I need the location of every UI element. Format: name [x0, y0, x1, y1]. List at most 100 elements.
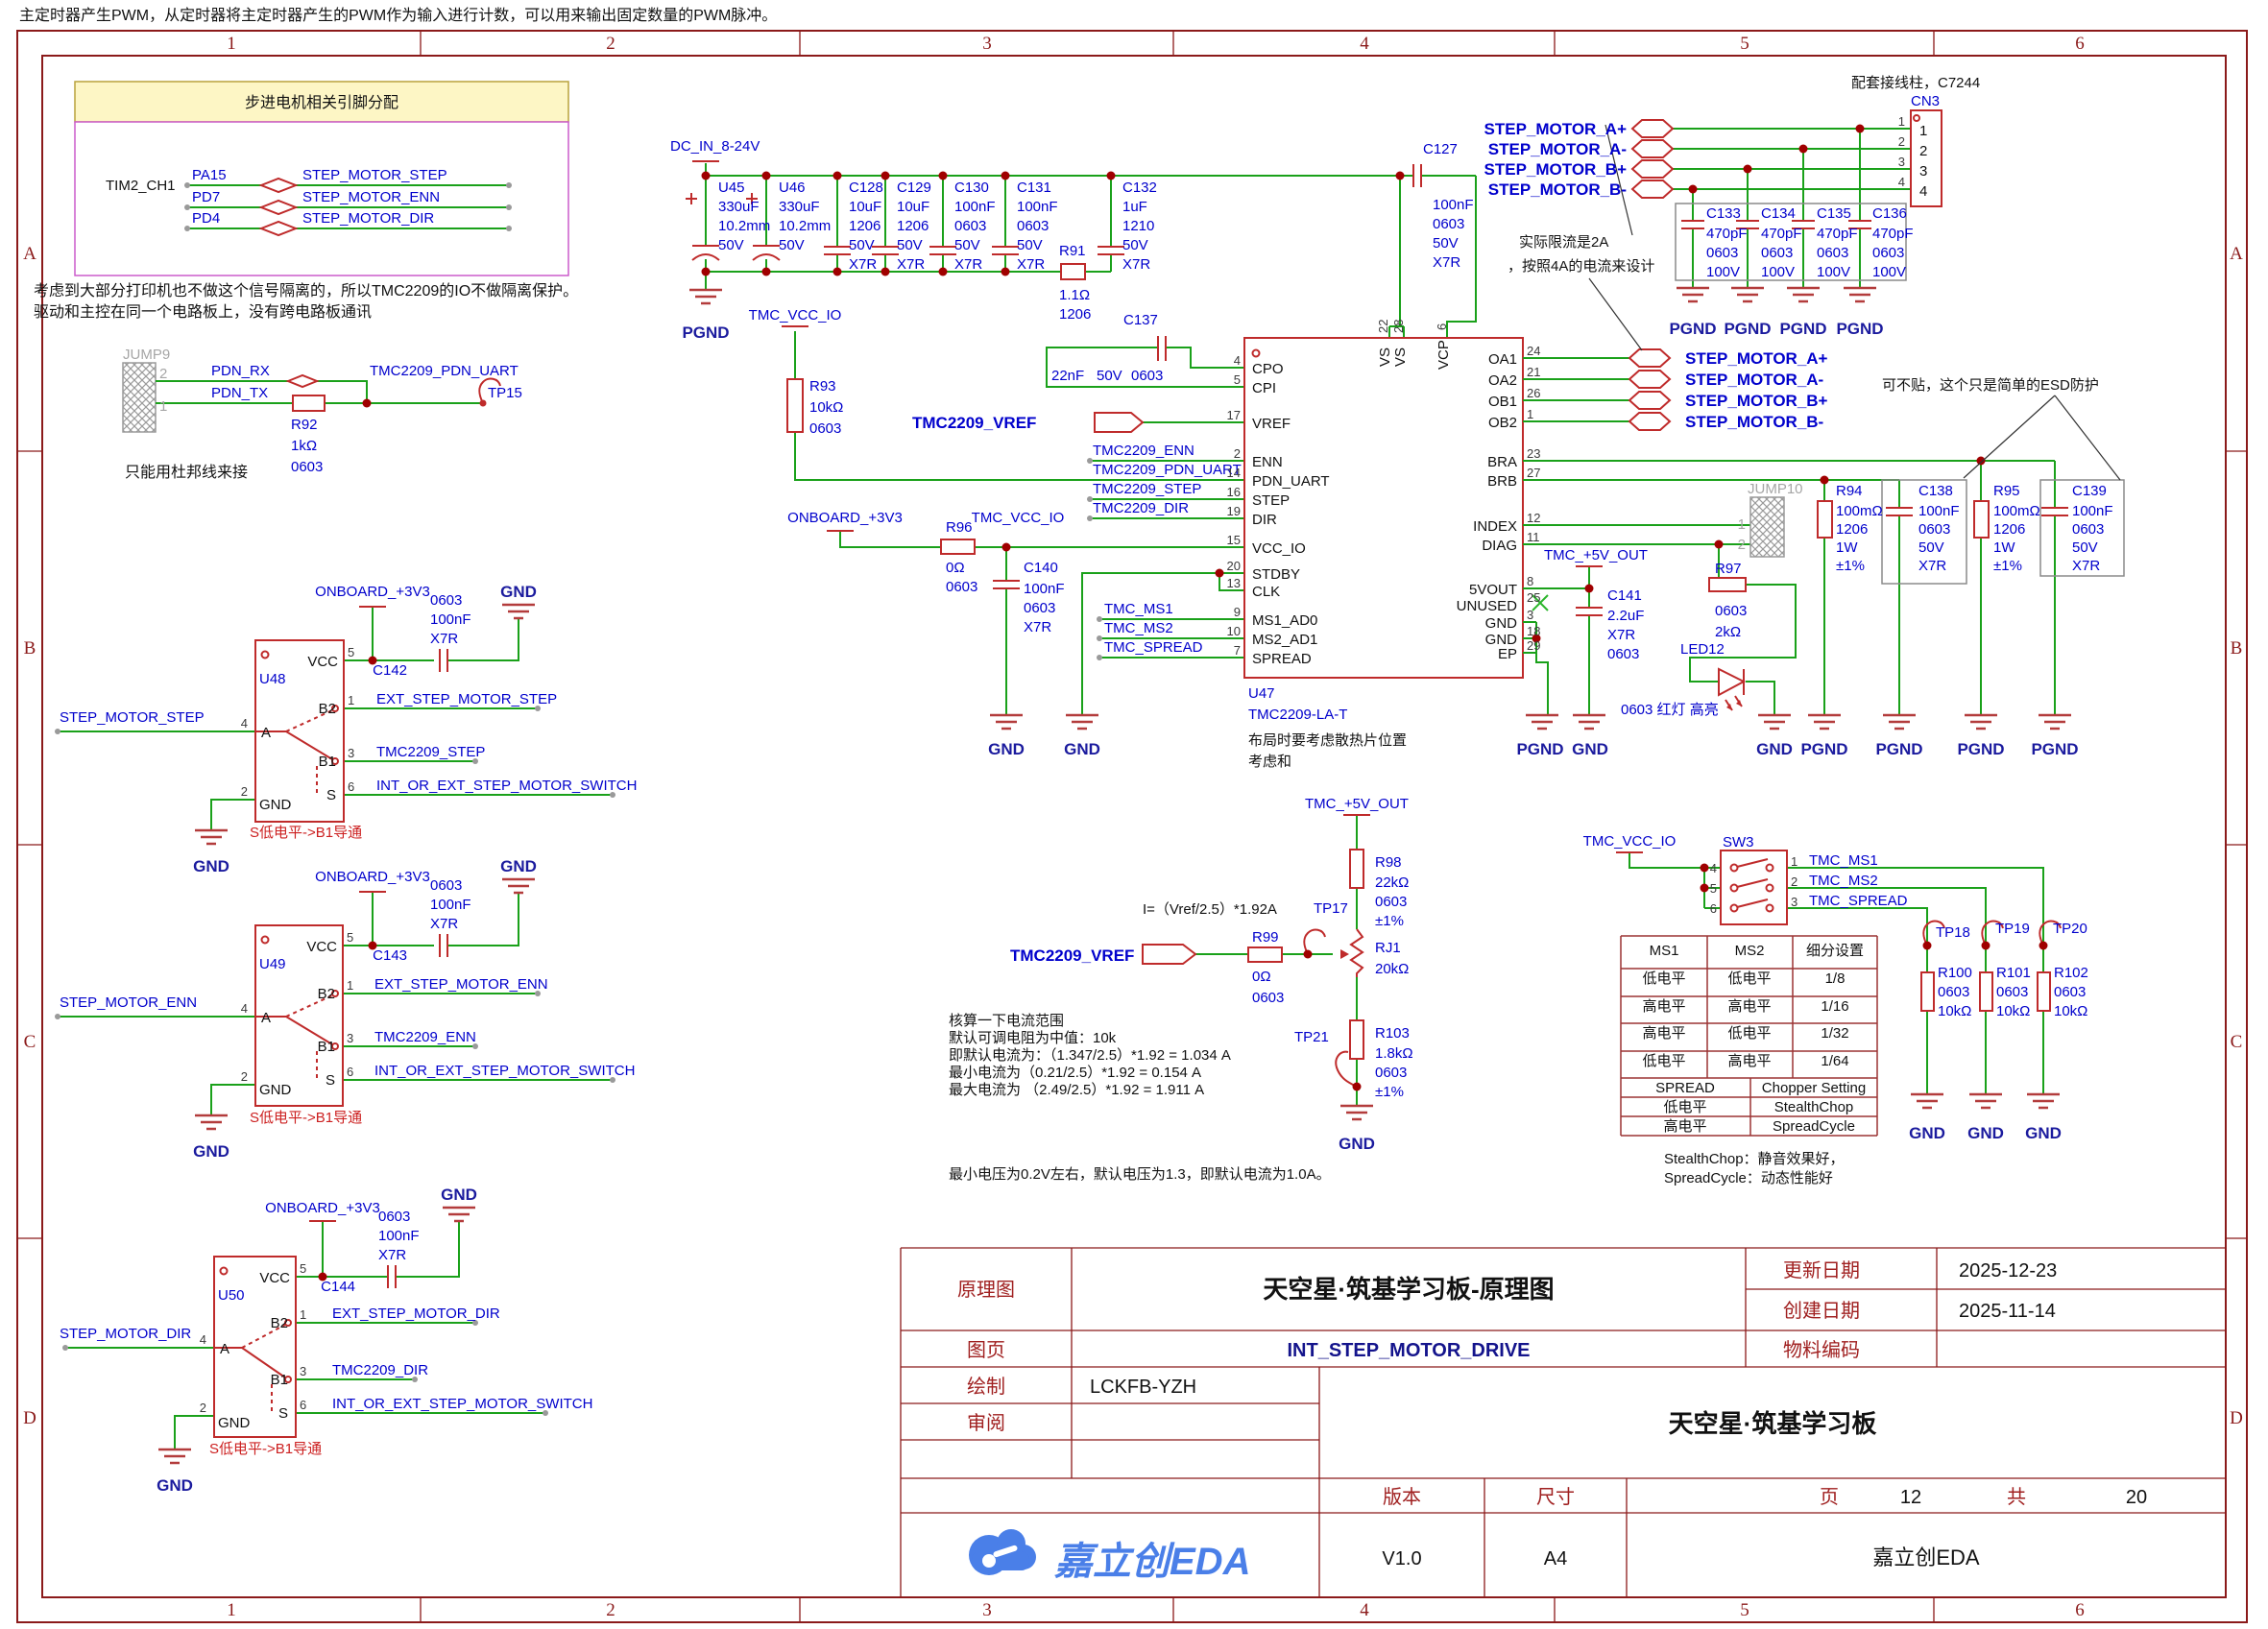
label-out5v-net: TMC_+5V_OUT [1544, 547, 1648, 563]
label-sw3_area-tps-2: TP20 [2053, 921, 2087, 937]
label-cn3_area-nets-2: STEP_MOTOR_B+ [1484, 160, 1628, 179]
label-uart-net: TMC2209_PDN_UART [370, 363, 519, 379]
label-ms_table-row2-2: 1/16 [1821, 998, 1848, 1015]
testpoint-tp18-icon [1922, 920, 1945, 946]
label-cn3_area-pin_nums_in-2: 3 [1919, 163, 1927, 180]
label-power-u46-3: 50V [779, 237, 805, 253]
label-ms_table-spread_hdr-0: SPREAD [1655, 1080, 1715, 1096]
label-u47-pin_nums_right-11: 18 [1527, 624, 1540, 638]
label-vref_divider-calc_notes-4: 最大电流为 （2.49/2.5）*1.92 = 1.911 A [949, 1082, 1204, 1098]
label-u47-pin_nums_right-7: 11 [1527, 530, 1540, 544]
label-u47-pin_nums_left-0: 4 [1234, 353, 1241, 368]
label-vref_divider-formula: I=（Vref/2.5）*1.92A [1143, 901, 1277, 918]
label-title_block-size_value: A4 [1544, 1548, 1567, 1569]
label-cn3_area-current_note-1: ，按照4A的电流来设计 [1508, 258, 1654, 275]
gnd-icon [1969, 1092, 2002, 1110]
label-sw3_area-pins_left-2: 6 [1710, 901, 1717, 916]
label-cn3_area-c133-2: 0603 [1706, 245, 1738, 261]
label-out5v-gnd: GND [1572, 740, 1608, 758]
label-title_block-schematic_title: 天空星·筑基学习板-原理图 [1263, 1275, 1554, 1304]
label-sw3_area-nets-2: TMC_SPREAD [1809, 893, 1908, 909]
label-u49-nums-3: 3 [347, 1031, 353, 1045]
label-power-u46-2: 10.2mm [779, 218, 831, 234]
label-u48-onboard: ONBOARD_+3V3 [315, 584, 430, 600]
label-cn3_area-pin_nums_out-3: 4 [1898, 175, 1905, 189]
label-sw3_area-nets-0: TMC_MS1 [1809, 852, 1878, 869]
label-frame-bottom_cols-0: 1 [227, 1600, 236, 1620]
label-u50-c144-2: X7R [378, 1247, 406, 1263]
tmc-support-parts [782, 325, 1244, 660]
label-sense-r94-4: ±1% [1836, 558, 1865, 574]
label-u47-pin_names_right-11: GND [1485, 632, 1518, 648]
resistor-r91 [1060, 263, 1086, 280]
label-frame-top_cols-4: 5 [1740, 34, 1749, 54]
label-sense-r94-0: R94 [1836, 483, 1863, 499]
label-power-c127-0: C127 [1423, 141, 1458, 157]
label-vref_divider-r99-0: R99 [1252, 929, 1279, 946]
gnd-icon [1911, 1092, 1943, 1110]
label-u47-vccio_row-r96-0: R96 [946, 519, 973, 536]
label-ms_table-spread_r1-0: 低电平 [1663, 1099, 1706, 1115]
gnd-icon [990, 713, 1023, 731]
label-u47-pin_nums_right-5: 27 [1527, 466, 1540, 480]
label-cn3_area-c134-0: C134 [1761, 205, 1796, 222]
label-vref_divider-calc_notes-2: 即默认电流为：（1.347/2.5）*1.92 = 1.034 A [949, 1047, 1231, 1064]
label-sense-c138-1: 100nF [1918, 503, 1960, 519]
label-u48-nums-5: 2 [241, 784, 248, 799]
capacitor-c144 [387, 1265, 397, 1288]
label-power-c129-4: X7R [897, 256, 925, 273]
origin-mark-icon [260, 935, 270, 945]
label-u47-pin_nums_left-2: 17 [1227, 408, 1241, 422]
label-u48-c142-2: X7R [430, 631, 458, 647]
label-sense-c139-3: 50V [2072, 539, 2098, 556]
label-frame-bottom_cols-5: 6 [2075, 1600, 2085, 1620]
label-sw3_area-gnds-0: GND [1909, 1124, 1945, 1142]
label-u48-pins-0: VCC [307, 654, 338, 670]
label-sw3_area-pins_right-0: 1 [1791, 854, 1798, 869]
label-power-c131-0: C131 [1017, 180, 1051, 196]
gnd-icon [1677, 286, 1709, 303]
gnd-icon [1787, 286, 1820, 303]
label-frame-right_rows-2: C [2231, 1032, 2243, 1052]
cap-polarized-u45 [686, 193, 720, 261]
label-power-u45-3: 50V [718, 237, 744, 253]
label-u47-pin_nums_left-3: 2 [1234, 446, 1241, 461]
junction-dots [701, 171, 1405, 276]
wiper-arrow-icon [1340, 949, 1349, 959]
label-sw3_area-r101-2: 10kΩ [1996, 1003, 2030, 1019]
label-led_group-note: 0603 红灯 高亮 [1621, 702, 1719, 718]
label-sense-c139-0: C139 [2072, 483, 2107, 499]
label-cn3_area-c135-1: 470pF [1817, 226, 1858, 242]
label-cn3_area-pin_nums_out-1: 2 [1898, 134, 1905, 149]
origin-mark-icon [219, 1266, 229, 1276]
label-sw3_area-tps-1: TP19 [1995, 921, 2030, 937]
label-u47-pin_nums_left-10: 9 [1234, 605, 1241, 619]
label-u49-des: U49 [259, 956, 286, 972]
label-cn3_area-c135-2: 0603 [1817, 245, 1848, 261]
label-power-c127-1: 100nF [1433, 197, 1474, 213]
label-led_group-r97-0: R97 [1715, 561, 1742, 577]
label-ms_table-row1-2: 1/8 [1825, 970, 1846, 987]
label-u47-pin_nums_left-1: 5 [1234, 372, 1241, 387]
label-u49-nums-4: 6 [347, 1065, 353, 1079]
label-ms_table-spread_hdr-1: Chopper Setting [1762, 1080, 1866, 1096]
label-u50-pins-5: GND [218, 1415, 251, 1431]
gnd-icon [1066, 713, 1098, 731]
label-u47-pin_nums_left-11: 10 [1227, 624, 1241, 638]
label-sw3_area-r100-0: R100 [1938, 965, 1972, 981]
label-cn3_area-nets-1: STEP_MOTOR_A- [1488, 140, 1627, 158]
gnd-icon [1758, 713, 1791, 731]
label-power-c127-3: 50V [1433, 235, 1459, 252]
label-u47-vccio_row-r96-1: 0Ω [946, 560, 965, 576]
label-uart-pin1: 1 [159, 398, 167, 415]
label-cn3_area-c134-2: 0603 [1761, 245, 1793, 261]
label-u48-nums-0: 5 [348, 645, 354, 659]
resistor-r102 [2037, 971, 2051, 1012]
label-u50-c144-3: C144 [321, 1279, 355, 1295]
label-sw3_area-tps-0: TP18 [1936, 924, 1970, 941]
hexagon-net-flags [1630, 119, 1675, 199]
label-cn3_area-c133-1: 470pF [1706, 226, 1748, 242]
label-r93_group-net: TMC_VCC_IO [749, 307, 842, 323]
label-frame-left_rows-3: D [23, 1408, 36, 1428]
label-cn3_area-c135-0: C135 [1817, 205, 1851, 222]
